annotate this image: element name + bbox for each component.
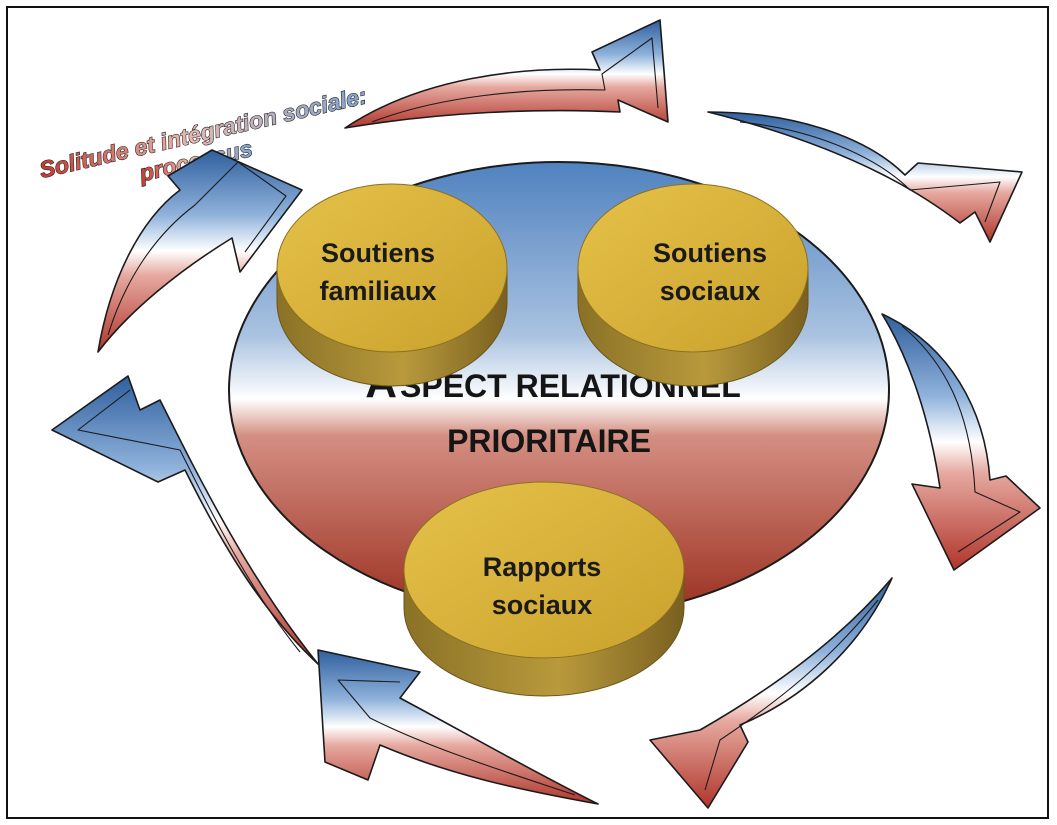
cycle-arrow-left bbox=[51, 375, 319, 665]
cycle-arrow-bottom bbox=[317, 649, 599, 805]
disc-relations-line-1: Rapports bbox=[483, 552, 602, 582]
disc-social-line-2: sociaux bbox=[660, 276, 761, 306]
cycle-arrow-upper-right bbox=[707, 111, 1023, 243]
cycle-arrows bbox=[51, 19, 1041, 809]
disc-social-relations: Rapports sociaux bbox=[403, 481, 685, 697]
diagram-frame bbox=[6, 6, 1049, 819]
disc-relations-line-2: sociaux bbox=[492, 590, 593, 620]
cycle-arrow-lower-right bbox=[649, 577, 893, 809]
disc-family-support: Soutiens familiaux bbox=[276, 183, 508, 387]
disc-social-line-1: Soutiens bbox=[653, 238, 767, 268]
cycle-arrow-right bbox=[881, 313, 1041, 571]
disc-family-line-1: Soutiens bbox=[321, 238, 435, 268]
cycle-arrow-upper-left bbox=[97, 149, 303, 353]
disc-family-line-2: familiaux bbox=[319, 276, 436, 306]
center-title-line-2: PRIORITAIRE bbox=[447, 423, 651, 459]
disc-social-support: Soutiens sociaux bbox=[577, 183, 809, 387]
cycle-arrow-top bbox=[344, 19, 669, 129]
